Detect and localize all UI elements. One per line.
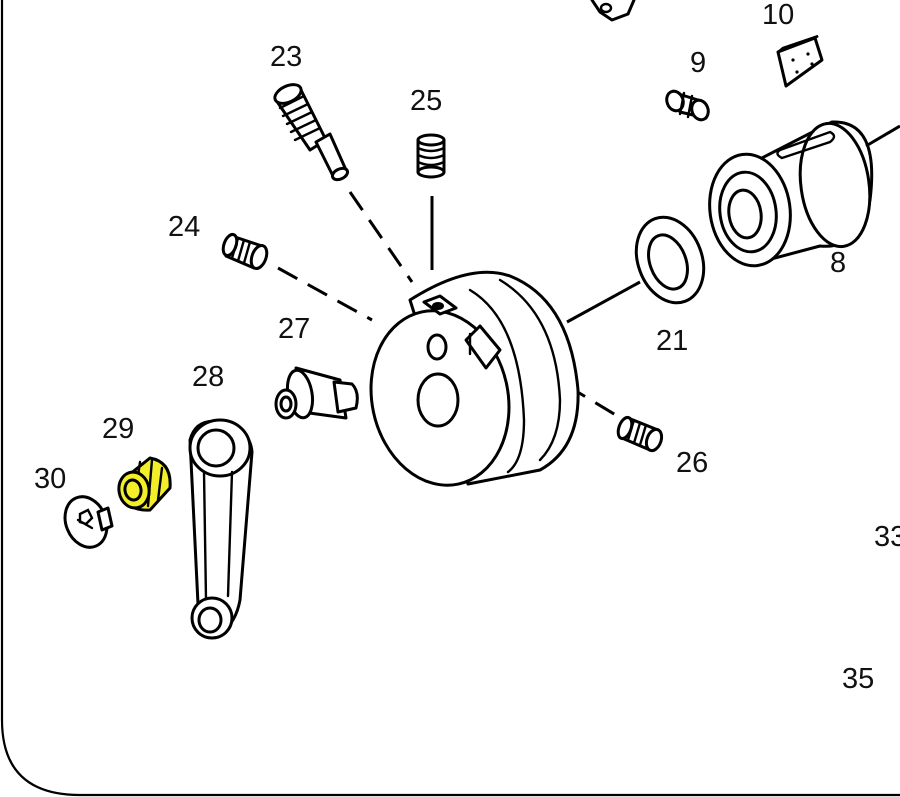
- callout-24: 24: [168, 211, 200, 243]
- leader-24: [277, 266, 373, 322]
- part-8-sleeve: [708, 120, 900, 268]
- leader-21: [566, 280, 641, 324]
- callout-27: 27: [278, 313, 310, 345]
- callout-21: 21: [656, 325, 688, 357]
- part-28-link: [188, 418, 254, 640]
- part-10-block: [776, 34, 824, 88]
- part-25-setscrew: [416, 133, 446, 179]
- callout-25: 25: [410, 85, 442, 117]
- leader-26: [507, 348, 625, 422]
- callout-10: 10: [762, 0, 794, 31]
- part-30-screw: [63, 495, 114, 549]
- leader-23: [348, 191, 414, 283]
- callout-33: 33: [874, 521, 900, 553]
- callout-26: 26: [676, 447, 708, 479]
- callout-28: 28: [192, 361, 224, 393]
- part-24-setscrew: [221, 232, 269, 271]
- part-23-screw: [273, 83, 350, 182]
- callout-8: 8: [830, 247, 846, 279]
- part-27-stud: [274, 366, 359, 420]
- callout-9: 9: [690, 47, 706, 79]
- part-21-washer: [634, 215, 706, 305]
- callout-35: 35: [842, 663, 874, 695]
- part-top-fragment: [590, 0, 636, 22]
- callout-29: 29: [102, 413, 134, 445]
- main-cam-hub: [369, 270, 580, 487]
- part-9-pin: [665, 89, 710, 122]
- part-29-nut-highlighted: [117, 456, 172, 512]
- callout-30: 30: [34, 463, 66, 495]
- part-26-setscrew: [616, 415, 664, 453]
- callout-23: 23: [270, 41, 302, 73]
